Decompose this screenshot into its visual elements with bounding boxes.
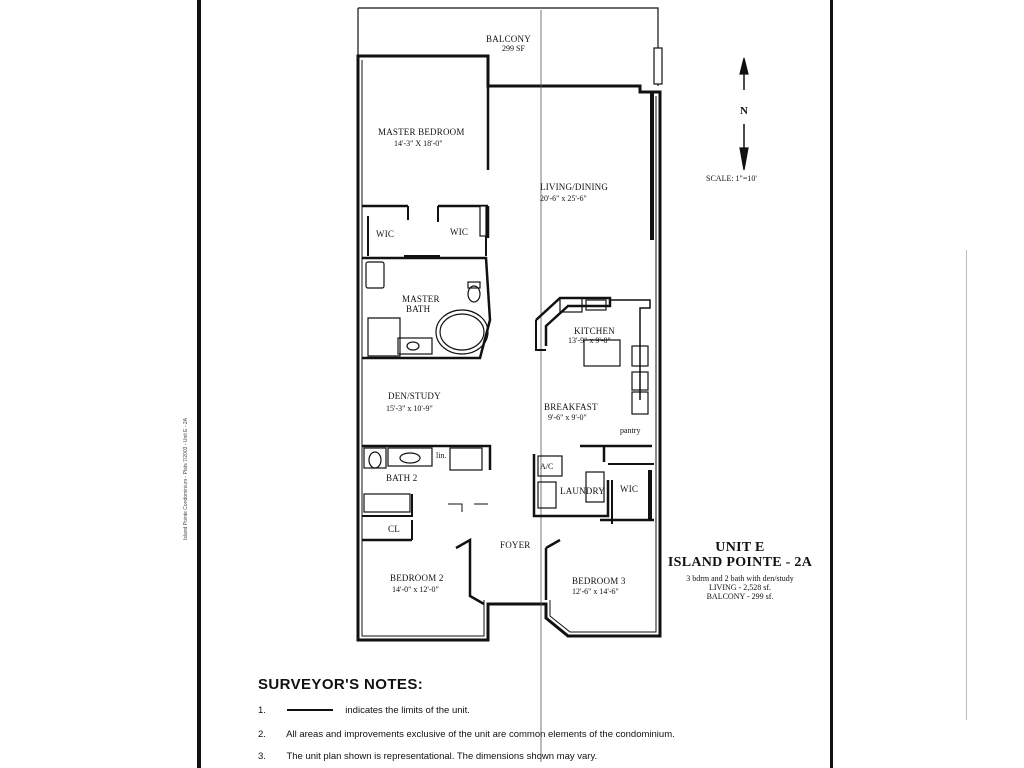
unit-outline xyxy=(356,54,662,642)
page-border-left xyxy=(197,0,201,768)
note-text: The unit plan shown is representational.… xyxy=(286,751,598,762)
den-study-label: DEN/STUDY xyxy=(388,391,441,401)
note-item-2: 2. All areas and improvements exclusive … xyxy=(258,729,675,740)
unit-living-area: LIVING - 2,528 sf. xyxy=(709,583,771,592)
note-number: 3. xyxy=(258,751,266,762)
surveyors-notes-title: SURVEYOR'S NOTES: xyxy=(258,676,424,693)
note-item-3: 3. The unit plan shown is representation… xyxy=(258,751,597,762)
unit-building: ISLAND POINTE - 2A xyxy=(667,555,813,570)
scale-label: SCALE: 1"=10' xyxy=(706,174,757,183)
breakfast-label: BREAKFAST xyxy=(544,402,598,412)
note-item-1: 1. indicates the limits of the unit. xyxy=(258,705,470,716)
note-number: 1. xyxy=(258,705,266,716)
balcony-label: BALCONY xyxy=(486,34,531,44)
linen-label: lin. xyxy=(436,451,447,460)
wic-2-label: WIC xyxy=(450,227,469,237)
kitchen-dims: 13'-9" x 9'-8" xyxy=(568,336,611,345)
bath-2-label: BATH 2 xyxy=(386,473,418,483)
master-bath-label: MASTER xyxy=(402,294,440,304)
unit-description: 3 bdrm and 2 bath with den/study xyxy=(686,574,794,583)
master-bedroom-dims: 14'-3" X 18'-0" xyxy=(394,139,443,148)
living-dining-label: LIVING/DINING xyxy=(540,182,609,192)
unit-balcony-area: BALCONY - 299 sf. xyxy=(706,592,774,601)
note-text: indicates the limits of the unit. xyxy=(345,705,470,716)
closet-label: CL xyxy=(388,524,400,534)
foyer-label: FOYER xyxy=(500,540,531,550)
note-number: 2. xyxy=(258,729,266,740)
laundry-label: LAUNDRY xyxy=(560,486,605,496)
bedroom-2-label: BEDROOM 2 xyxy=(390,573,444,583)
note-text: All areas and improvements exclusive of … xyxy=(286,729,675,740)
master-bedroom-label: MASTER BEDROOM xyxy=(378,127,465,137)
breakfast-dims: 9'-6" x 9'-0" xyxy=(548,413,587,422)
bedroom-3-dims: 12'-6" x 14'-6" xyxy=(572,587,619,596)
page-border-right xyxy=(830,0,833,768)
bedroom-3-label: BEDROOM 3 xyxy=(572,576,626,586)
kitchen-label: KITCHEN xyxy=(574,326,615,336)
ac-label: A/C xyxy=(540,462,554,471)
north-indicator: N xyxy=(740,105,748,117)
bedroom-2-dims: 14'-0" x 12'-0" xyxy=(392,585,439,594)
balcony-dims: 299 SF xyxy=(502,44,525,53)
den-study-dims: 15'-3" x 10'-9" xyxy=(386,404,433,413)
scan-artifact-line xyxy=(966,250,967,720)
wic-3-label: WIC xyxy=(620,484,639,494)
unit-info-block: UNIT E ISLAND POINTE - 2A 3 bdrm and 2 b… xyxy=(656,540,824,601)
living-dining-dims: 20'-6" x 25'-6" xyxy=(540,194,587,203)
unit-title: UNIT E xyxy=(715,540,765,555)
wic-1-label: WIC xyxy=(376,229,395,239)
master-bath-label-2: BATH xyxy=(406,304,431,314)
unit-limit-line-symbol xyxy=(286,709,333,712)
pantry-label: pantry xyxy=(620,426,641,435)
